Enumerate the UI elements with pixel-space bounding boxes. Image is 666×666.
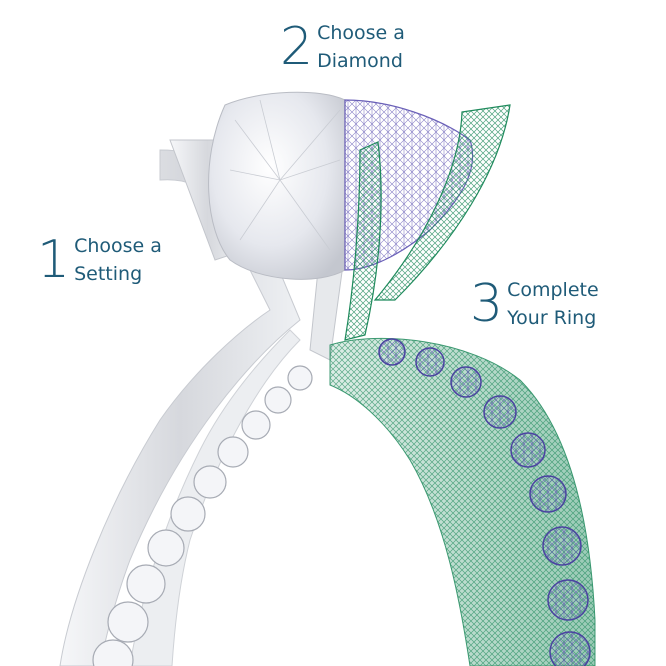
center-diamond bbox=[208, 91, 346, 280]
wireframe-prong-left bbox=[344, 141, 382, 341]
step-number: 3 bbox=[470, 274, 504, 334]
step-choose-setting[interactable]: 1 Choose a Setting bbox=[37, 232, 162, 288]
pave-diamonds bbox=[92, 365, 313, 666]
step-choose-diamond[interactable]: 2 Choose a Diamond bbox=[280, 19, 405, 75]
wireframe-pave-stones bbox=[378, 338, 591, 666]
step-label-line2: Diamond bbox=[317, 50, 403, 72]
step-number: 2 bbox=[280, 17, 314, 77]
step-label-line2: Your Ring bbox=[507, 307, 597, 329]
step-label-line1: Complete bbox=[507, 279, 599, 301]
ring-band bbox=[59, 149, 301, 666]
step-label-line1: Choose a bbox=[74, 235, 162, 257]
wireframe-prong-right bbox=[373, 104, 511, 301]
step-label-line1: Choose a bbox=[317, 22, 405, 44]
step-number: 1 bbox=[37, 230, 71, 290]
step-complete-ring[interactable]: 3 Complete Your Ring bbox=[470, 276, 599, 332]
step-label-line2: Setting bbox=[74, 263, 143, 285]
